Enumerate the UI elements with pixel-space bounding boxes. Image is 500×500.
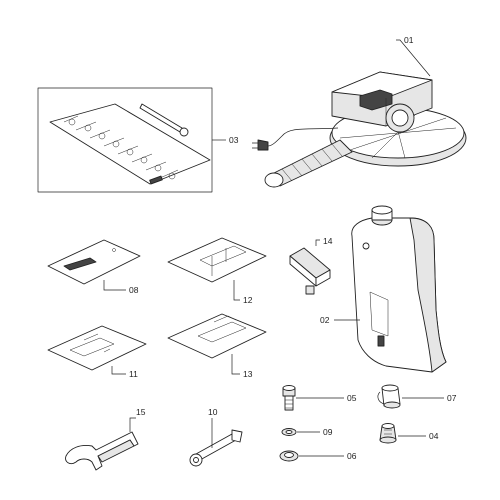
- callout-02: 02: [320, 315, 330, 325]
- part-05-bolt: [282, 385, 296, 411]
- part-15-hook-wrench: [65, 431, 139, 471]
- part-04-nut: [379, 423, 397, 444]
- part-06-ring: [279, 450, 299, 462]
- callout-03: 03: [229, 135, 239, 145]
- callout-08: 08: [129, 285, 139, 295]
- part-07-fitting: [377, 384, 401, 409]
- part-01-motor-head: [252, 71, 467, 188]
- part-03-tool-roll: [37, 87, 213, 193]
- part-02-tank: [351, 205, 447, 373]
- callout-06: 06: [347, 451, 357, 461]
- callout-11: 11: [129, 369, 138, 379]
- callout-12: 12: [243, 295, 253, 305]
- callout-15: 15: [136, 407, 146, 417]
- part-08-manual-booklet: [47, 239, 141, 285]
- callout-09: 09: [323, 427, 333, 437]
- part-13-document-sheet: [167, 313, 267, 359]
- callout-04: 04: [429, 431, 439, 441]
- part-11-document-sheet: [47, 325, 147, 371]
- callout-13: 13: [243, 369, 253, 379]
- callout-14: 14: [323, 236, 333, 246]
- part-12-document-sheet: [167, 237, 267, 283]
- callout-07: 07: [447, 393, 457, 403]
- callout-10: 10: [208, 407, 218, 417]
- callout-01: 01: [404, 35, 414, 45]
- part-10-spanner: [189, 429, 243, 467]
- callout-05: 05: [347, 393, 357, 403]
- part-09-washer: [281, 428, 297, 436]
- part-14-bracket: [289, 247, 331, 295]
